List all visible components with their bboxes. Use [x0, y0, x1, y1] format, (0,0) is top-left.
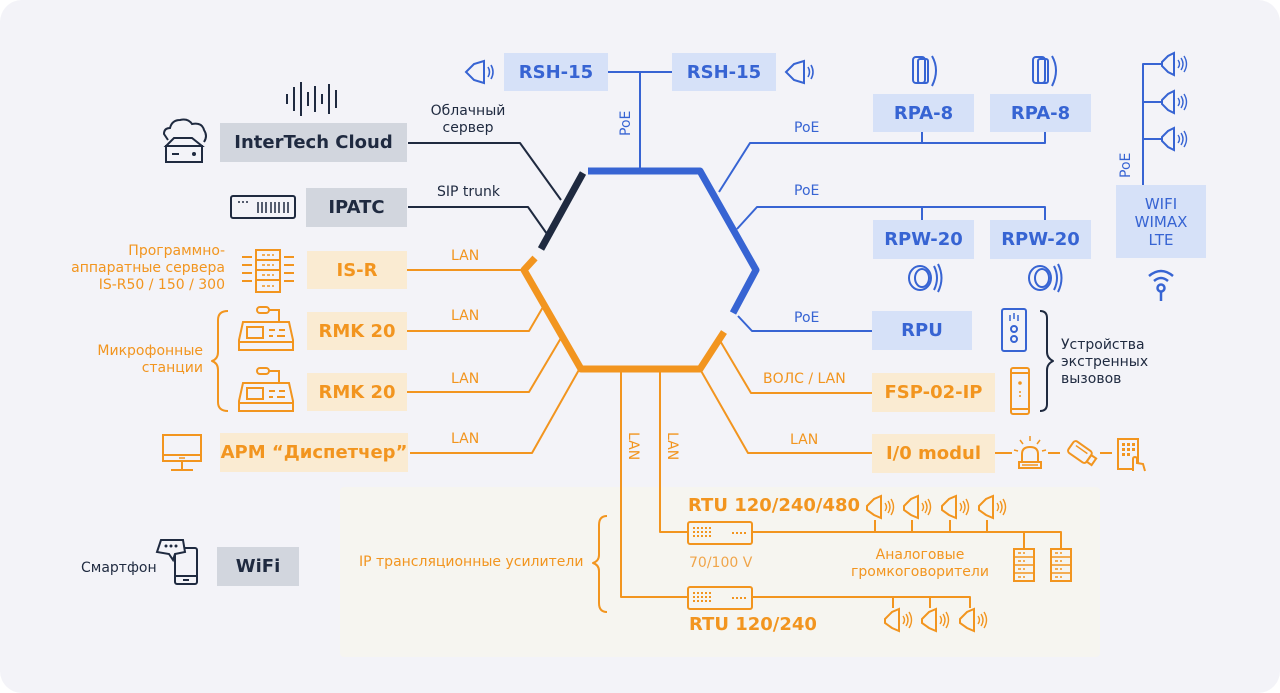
horn-speaker-icon [1161, 51, 1188, 77]
rack-switch-icon [230, 195, 296, 219]
rpu-box[interactable]: RPU [872, 311, 972, 350]
cloud-link-label: Облачный сервер [430, 103, 506, 136]
horn-speaker-icon [1161, 89, 1188, 115]
hex-segment-blue [588, 167, 760, 315]
beacon-icon [1013, 436, 1047, 469]
analog-speaker-icon [902, 493, 936, 527]
poe-label-rpa: PoE [794, 120, 820, 136]
cloud-server-icon [162, 118, 207, 163]
server-rack-icon [242, 249, 294, 293]
rpa-8-box-2[interactable]: RPA-8 [990, 94, 1091, 132]
analog-speaker-icon [883, 606, 917, 640]
rpw-20-box-1[interactable]: RPW-20 [873, 220, 974, 259]
intercom-panel-icon [1001, 308, 1027, 352]
intertech-cloud-box[interactable]: InterTech Cloud [220, 123, 407, 162]
smartphone-caption: Смартфон [81, 560, 157, 576]
analog-speakers-caption: Аналоговые громкоговорители [851, 547, 989, 580]
wireless-line-wifi: WIFI [1144, 194, 1178, 213]
lan-label-io: LAN [790, 432, 819, 448]
fsp-02-ip-box[interactable]: FSP-02-IP [872, 373, 995, 412]
poe-label-top: PoE [618, 110, 634, 136]
lan-label-rmk1: LAN [451, 308, 480, 324]
rmk-20-box-1[interactable]: RMK 20 [307, 312, 407, 350]
call-point-icon [1010, 367, 1030, 415]
fiber-lan-label: ВОЛС / LAN [763, 371, 846, 387]
isr-caption: Программно- аппаратные сервера IS-R50 / … [71, 243, 225, 293]
wifi-box[interactable]: WiFi [217, 547, 299, 586]
rsh-15-right[interactable]: RSH-15 [672, 53, 776, 91]
lan-label-arm: LAN [451, 431, 480, 447]
rmk-20-box-2[interactable]: RMK 20 [307, 373, 407, 411]
mic-caption: Микрофонные станции [97, 343, 203, 376]
amps-caption: IP трансляционные усилители [359, 554, 584, 570]
analog-speaker-icon [958, 606, 992, 640]
rpa-8-box-1[interactable]: RPA-8 [873, 94, 974, 132]
is-r-box[interactable]: IS-R [307, 251, 407, 289]
amplifier-rtu-480[interactable] [687, 521, 753, 545]
voltage-label: 70/100 V [689, 555, 753, 571]
wall-speaker-icon [1032, 55, 1057, 87]
monitor-icon [162, 434, 202, 471]
mic-brace [211, 310, 229, 412]
amplifier-rtu-240[interactable] [687, 586, 753, 610]
smartphone-chat-icon [155, 539, 198, 585]
emergency-caption: Устройства экстренных вызовов [1061, 337, 1149, 387]
lan-label-isr: LAN [451, 248, 480, 264]
arm-dispatcher-box[interactable]: АРМ “Диспетчер” [220, 433, 408, 472]
rsh-15-left[interactable]: RSH-15 [504, 53, 608, 91]
rtu-480-label: RTU 120/240/480 [688, 495, 861, 516]
microphone-console-icon [238, 367, 294, 412]
speaker-cabinet-icon [1050, 548, 1072, 586]
poe-label-wireless: PoE [1118, 152, 1134, 178]
horn-speaker-icon [464, 59, 494, 85]
lan-label-rmk2: LAN [451, 371, 480, 387]
analog-speaker-icon [940, 493, 974, 527]
amps-brace [592, 515, 608, 613]
lan-label-vertical-2: LAN [664, 432, 680, 461]
microphone-console-icon [238, 306, 294, 351]
wireless-line-lte: LTE [1148, 230, 1174, 249]
wireless-box[interactable]: WIFI WIMAX LTE [1116, 185, 1206, 258]
sound-wave-icon [286, 82, 337, 116]
hex-segment-dark [537, 171, 587, 251]
io-module-box[interactable]: I/0 modul [872, 434, 995, 473]
poe-label-rpw: PoE [794, 183, 820, 199]
hex-segment-orange [520, 255, 727, 373]
sip-trunk-label: SIP trunk [437, 184, 501, 200]
wall-speaker-icon [912, 55, 937, 87]
analog-speaker-icon [920, 606, 954, 640]
round-speaker-icon [1028, 263, 1063, 293]
round-speaker-icon [908, 263, 943, 293]
rtu-240-label: RTU 120/240 [689, 614, 817, 635]
camera-icon [1067, 440, 1098, 467]
lan-label-vertical-1: LAN [625, 432, 641, 461]
horn-speaker-icon [1161, 126, 1188, 152]
rpw-20-box-2[interactable]: RPW-20 [990, 220, 1091, 259]
ipatc-box[interactable]: IPATC [306, 188, 407, 227]
analog-speaker-icon [977, 493, 1011, 527]
antenna-icon [1148, 269, 1174, 301]
access-keypad-icon [1117, 438, 1146, 472]
emergency-brace [1039, 310, 1054, 412]
analog-speaker-icon [865, 493, 899, 527]
poe-label-rpu: PoE [794, 310, 820, 326]
horn-speaker-icon [784, 59, 814, 85]
speaker-cabinet-icon [1013, 548, 1035, 586]
wireless-line-wimax: WIMAX [1134, 212, 1188, 231]
